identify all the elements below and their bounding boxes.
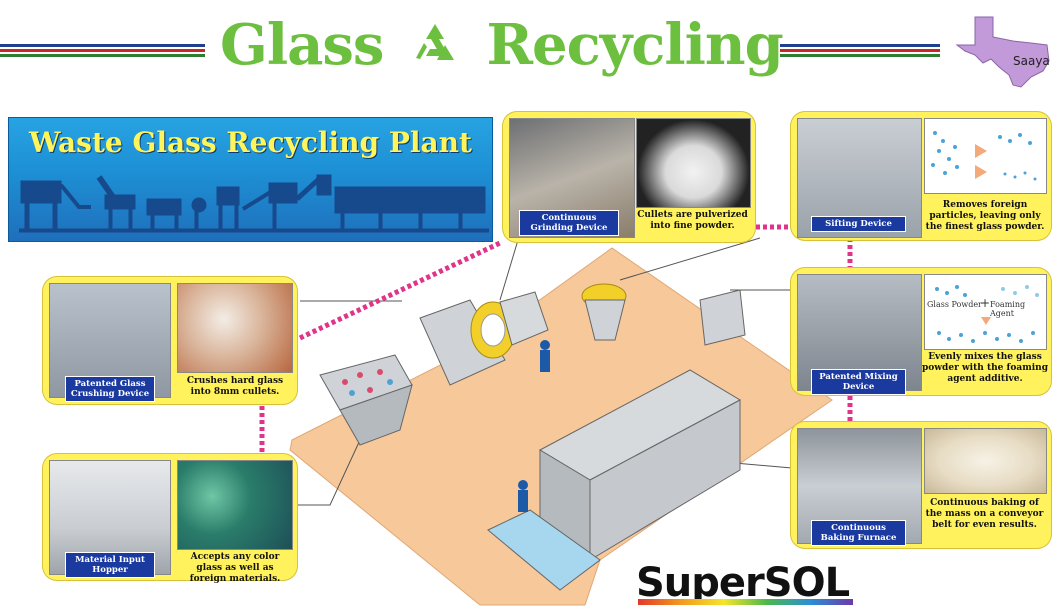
step-description: Cullets are pulverized into fine powder. <box>637 210 748 231</box>
step-caption: Material Input Hopper <box>65 552 155 578</box>
plant-banner: Waste Glass Recycling Plant <box>8 117 493 242</box>
recycle-icon <box>415 24 454 60</box>
sifting-diagram <box>924 118 1047 194</box>
brand-name: SuperSOL <box>636 560 850 606</box>
region-label: Saaya <box>1013 54 1050 68</box>
step-card-sifter: Sifting Device Removes foreign particles… <box>791 112 1051 240</box>
plant-silhouette <box>19 174 489 233</box>
cullets-photo <box>177 283 293 373</box>
header-stripes-right <box>780 44 940 64</box>
step-card-furnace: Continuous Baking Furnace Continuous bak… <box>791 422 1051 548</box>
step-caption: Sifting Device <box>811 216 906 232</box>
mixing-diagram: + Glass Powder Foaming Agent <box>924 274 1047 350</box>
mixing-label-glass: Glass Powder <box>927 300 982 309</box>
page-title: Glass Recycling <box>220 12 784 78</box>
step-description: Accepts any color glass as well as forei… <box>189 552 281 584</box>
step-caption: Continuous Baking Furnace <box>811 520 906 546</box>
step-description: Removes foreign particles, leaving only … <box>925 200 1045 232</box>
step-caption: Patented Glass Crushing Device <box>65 376 155 402</box>
step-card-hopper: Material Input Hopper Accepts any color … <box>43 454 297 584</box>
brand-logo: SuperSOL <box>636 560 853 606</box>
header-stripes-left <box>0 44 205 64</box>
step-description: Continuous baking of the mass on a conve… <box>925 498 1044 530</box>
texas-map-icon <box>955 16 1050 88</box>
step-description: Crushes hard glass into 8mm cullets. <box>186 376 284 397</box>
brand-color-bar <box>638 599 853 605</box>
step-card-mixer: Patented Mixing Device + Glass Powder Fo… <box>791 268 1051 395</box>
step-card-crusher: Patented Glass Crushing Device Crushes h… <box>43 277 297 404</box>
svg-text:+: + <box>980 296 990 310</box>
foam-glass-photo <box>924 428 1047 494</box>
mixing-label-foaming: Foaming Agent <box>990 300 1026 318</box>
step-caption: Continuous Grinding Device <box>519 210 619 236</box>
step-description: Evenly mixes the glass powder with the f… <box>922 352 1048 384</box>
title-left-word: Glass <box>220 12 384 78</box>
title-right-word: Recycling <box>486 12 783 78</box>
glass-powder-photo <box>636 118 751 208</box>
glass-bottles-photo <box>177 460 293 550</box>
step-caption: Patented Mixing Device <box>811 369 906 395</box>
plant-banner-title: Waste Glass Recycling Plant <box>29 126 472 159</box>
flow-arrows <box>259 224 853 452</box>
step-card-grinder: Continuous Grinding Device Cullets are p… <box>503 112 755 242</box>
